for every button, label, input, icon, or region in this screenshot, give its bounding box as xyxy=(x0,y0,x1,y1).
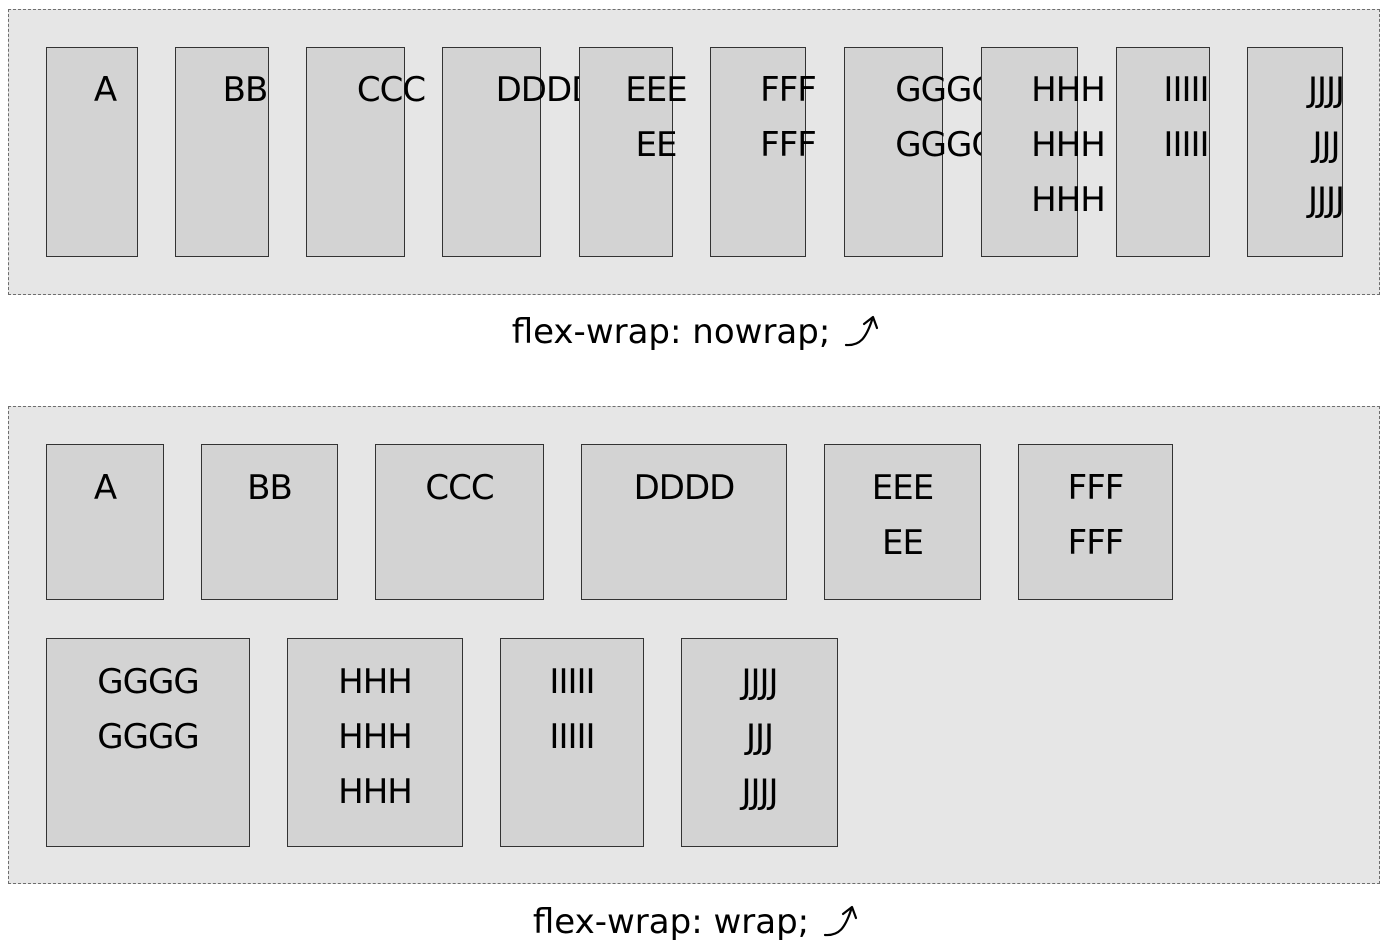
wrap-item-label-line: EEE xyxy=(871,468,934,508)
nowrap-flex-item xyxy=(579,47,673,257)
wrap-flex-item xyxy=(46,638,250,847)
wrap-item-label-line: CCC xyxy=(425,468,494,508)
nowrap-item-label-line: A xyxy=(93,70,117,110)
wrap-flex-item xyxy=(1018,444,1173,600)
wrap-caption: flex-wrap: wrap; xyxy=(0,900,1398,942)
nowrap-item-label-line: EEE xyxy=(625,70,687,110)
nowrap-item-label-line: GGGG xyxy=(895,70,997,110)
nowrap-item-label: BB xyxy=(190,63,300,118)
nowrap-item-label-line: BB xyxy=(222,70,269,110)
wrap-item-label: GGGG GGGG xyxy=(46,655,250,765)
nowrap-item-label-line: GGGG xyxy=(895,125,997,165)
nowrap-item-label-line: JJJJ xyxy=(1307,180,1345,220)
wrap-item-label-line: GGGG xyxy=(97,717,199,757)
wrap-item-label: IIIII IIIII xyxy=(500,655,644,765)
wrap-item-label-line: GGGG xyxy=(97,662,199,702)
nowrap-item-label-line: JJJ xyxy=(1312,125,1340,165)
nowrap-item-label-line: HHH xyxy=(1031,70,1106,110)
wrap-flex-item xyxy=(581,444,787,600)
wrap-item-label: DDDD xyxy=(581,461,787,516)
nowrap-item-label: IIIII IIIII xyxy=(1150,63,1222,173)
nowrap-item-label-line: FFF xyxy=(760,70,817,110)
wrap-item-label: HHH HHH HHH xyxy=(287,655,463,820)
wrap-item-label: A xyxy=(46,461,164,516)
nowrap-flex-item xyxy=(175,47,269,257)
nowrap-flex-item xyxy=(1247,47,1343,257)
nowrap-flex-item xyxy=(1116,47,1210,257)
wrap-caption-text: flex-wrap: wrap; xyxy=(532,901,810,942)
nowrap-item-label-line: HHH xyxy=(1031,180,1106,220)
nowrap-caption-text: flex-wrap: nowrap; xyxy=(511,311,831,352)
nowrap-item-label-line: IIIII xyxy=(1163,70,1209,110)
wrap-flex-item xyxy=(375,444,544,600)
nowrap-flex-item xyxy=(844,47,943,257)
nowrap-item-label-line: CCC xyxy=(356,70,426,110)
wrap-flex-item xyxy=(287,638,463,847)
nowrap-item-label-line: FFF xyxy=(760,125,817,165)
wrap-item-label-line: DDDD xyxy=(633,468,736,508)
wrap-item-label-line: HHH xyxy=(338,717,413,757)
wrap-item-label-line: IIIII xyxy=(549,717,595,757)
nowrap-item-label-line: EE xyxy=(635,125,678,165)
wrap-flex-item xyxy=(681,638,838,847)
curved-arrow-icon xyxy=(824,905,858,936)
nowrap-flex-item xyxy=(710,47,806,257)
wrap-item-label-line: A xyxy=(93,468,117,508)
wrap-item-label-line: FFF xyxy=(1067,468,1125,508)
wrap-flex-item xyxy=(824,444,981,600)
wrap-item-label-line: JJJJ xyxy=(741,772,778,812)
curved-arrow-icon xyxy=(845,315,879,346)
nowrap-item-label: CCC xyxy=(330,63,452,118)
wrap-flex-item xyxy=(46,444,164,600)
wrap-item-label-line: JJJJ xyxy=(741,662,778,702)
nowrap-item-label-line: JJJJ xyxy=(1307,70,1345,110)
nowrap-flex-item xyxy=(981,47,1078,257)
wrap-flex-item xyxy=(500,638,644,847)
wrap-item-label-line: HHH xyxy=(338,662,413,702)
wrap-item-label-line: EE xyxy=(882,523,924,563)
wrap-item-label: FFF FFF xyxy=(1018,461,1173,571)
nowrap-item-label: GGGG GGGG xyxy=(880,63,1012,173)
nowrap-item-label: A xyxy=(46,63,164,118)
wrap-item-label-line: JJJ xyxy=(745,717,774,757)
wrap-item-label-line: BB xyxy=(247,468,293,508)
wrap-item-label-line: HHH xyxy=(338,772,413,812)
wrap-item-label: CCC xyxy=(375,461,544,516)
nowrap-item-label-line: HHH xyxy=(1031,125,1106,165)
wrap-flex-item xyxy=(201,444,338,600)
nowrap-item-label-line: IIIII xyxy=(1163,125,1209,165)
wrap-item-label-line: FFF xyxy=(1067,523,1125,563)
nowrap-item-label: FFF FFF xyxy=(735,63,841,173)
nowrap-flex-item xyxy=(306,47,405,257)
nowrap-item-label: HHH HHH HHH xyxy=(1015,63,1121,228)
wrap-item-label: BB xyxy=(201,461,338,516)
nowrap-flex-item xyxy=(442,47,541,257)
nowrap-caption: flex-wrap: nowrap; xyxy=(0,310,1398,352)
wrap-item-label-line: IIIII xyxy=(549,662,595,702)
nowrap-flex-item xyxy=(46,47,138,257)
